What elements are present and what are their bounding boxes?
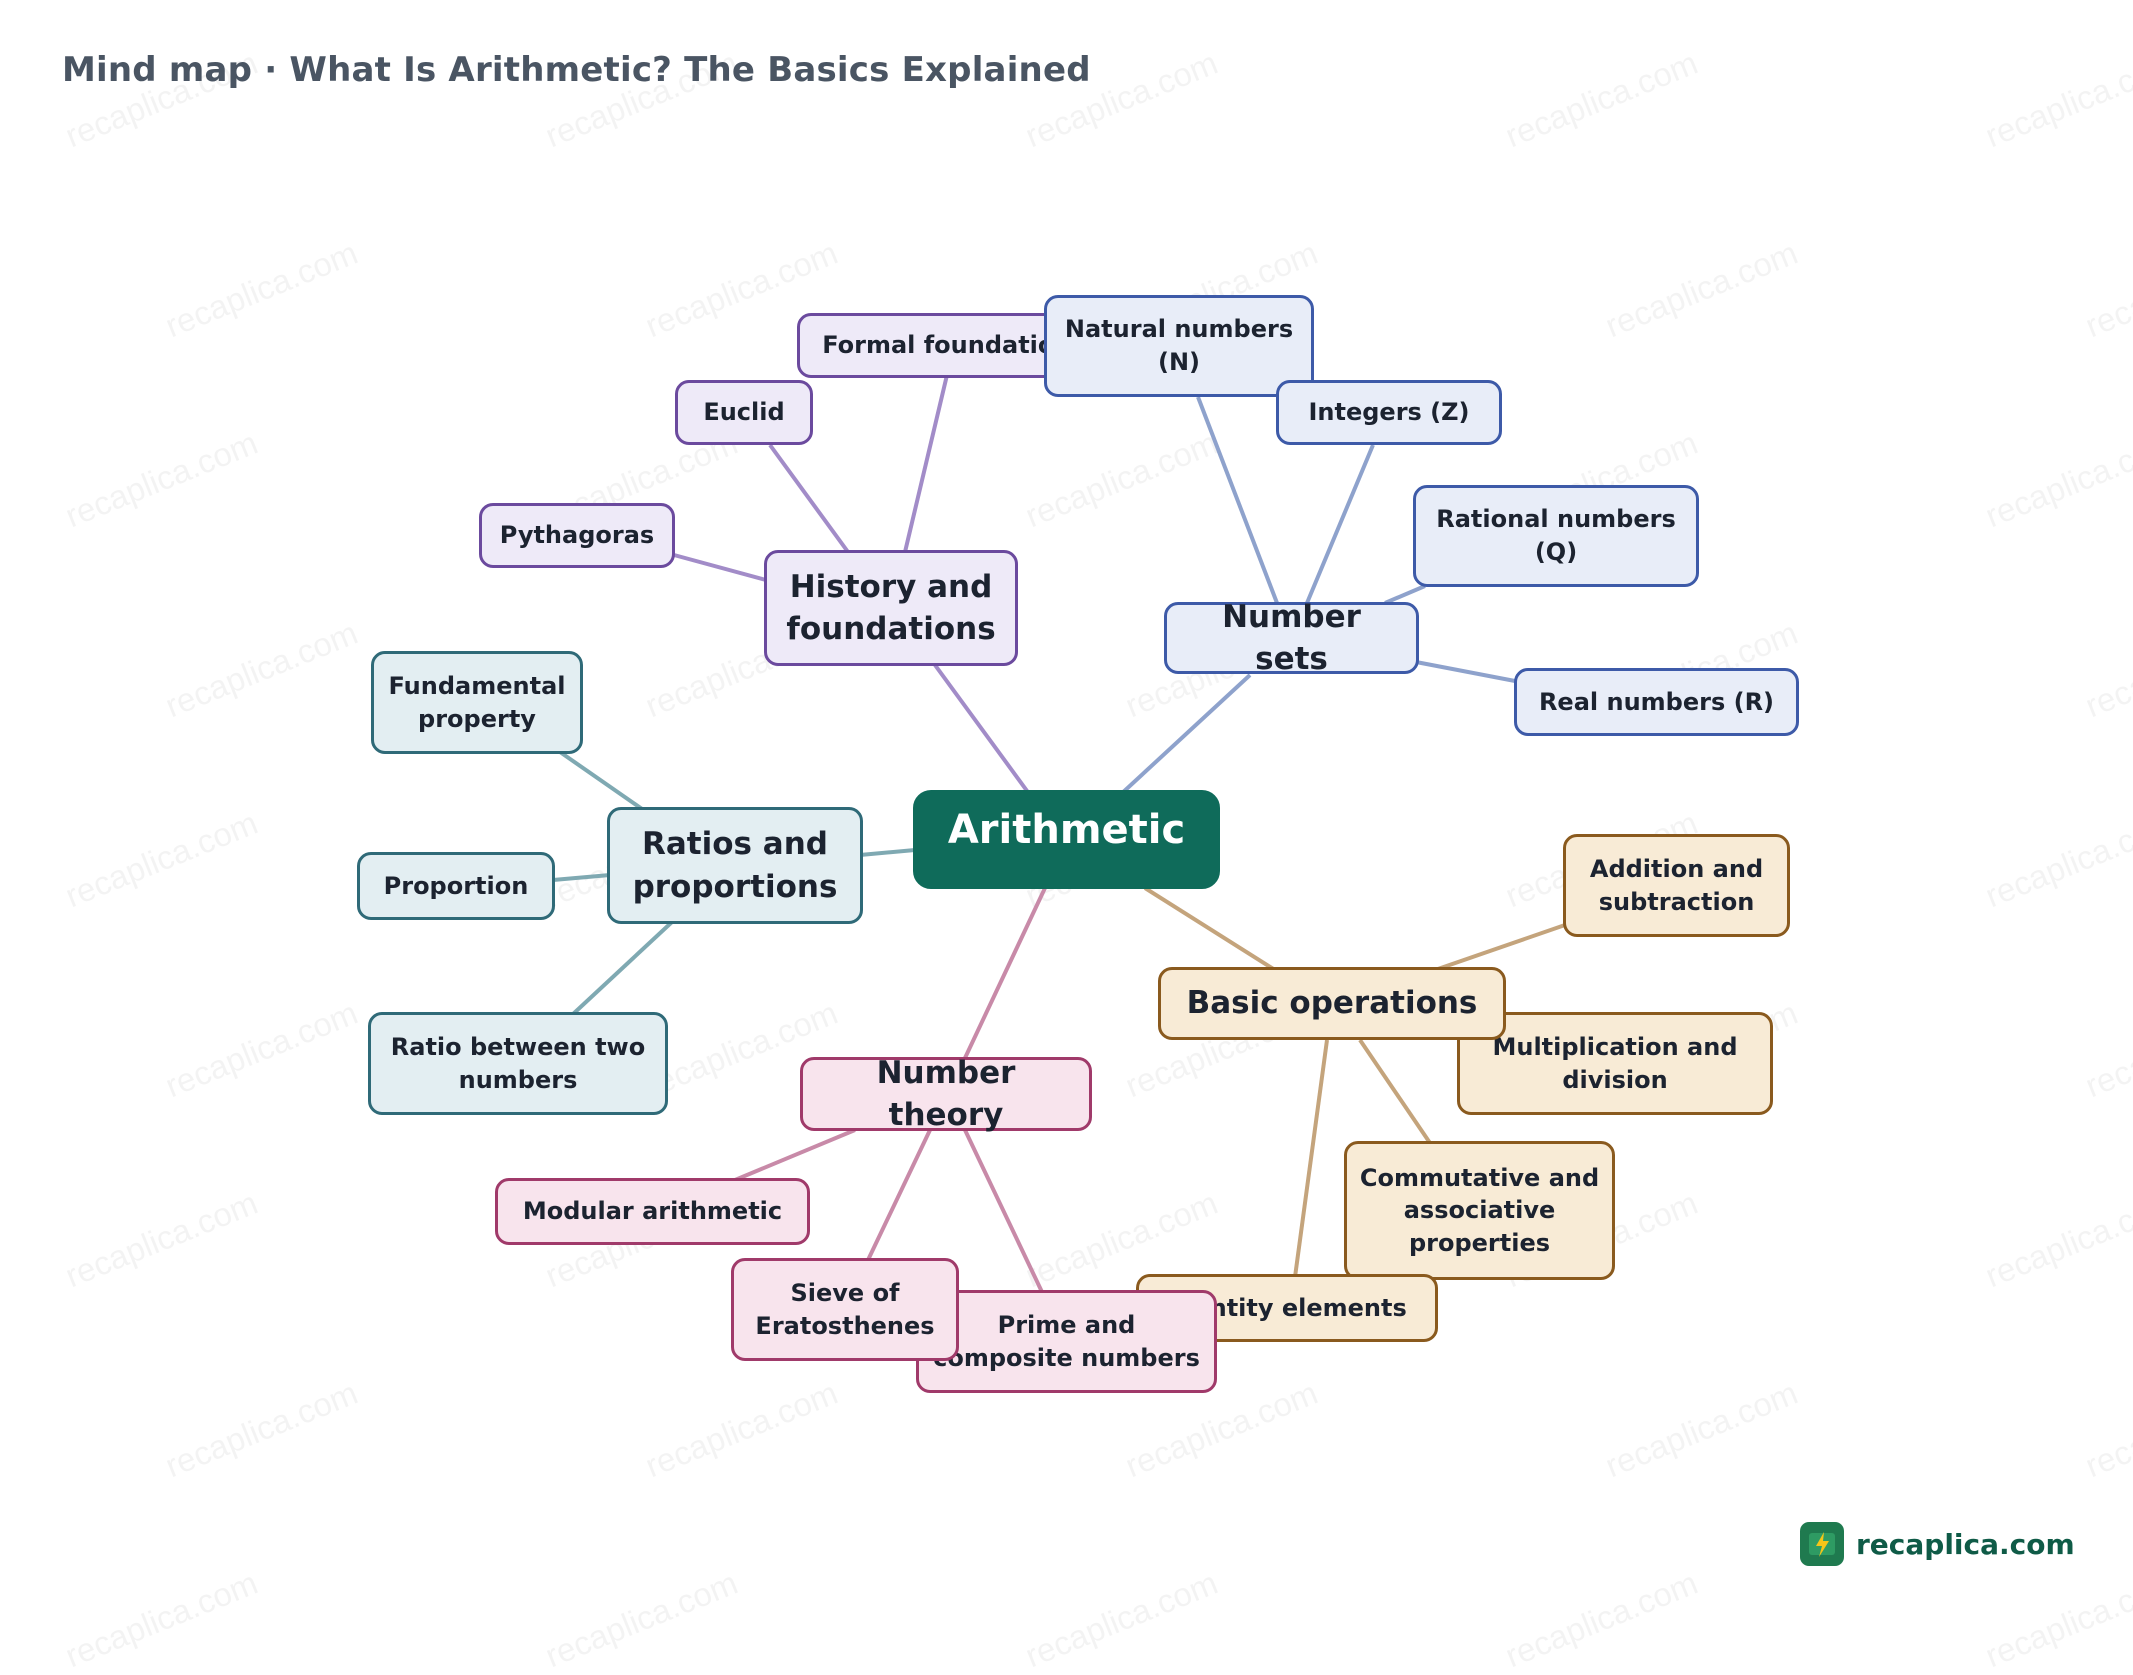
brand-logo[interactable]: recaplica.com — [1800, 1522, 2075, 1566]
connector-lines — [552, 374, 1566, 1293]
node-real-numbers[interactable]: Real numbers (R) — [1514, 668, 1799, 736]
edge-ratios-ratiotwo — [570, 920, 674, 1017]
node-proportion[interactable]: Proportion — [357, 852, 555, 920]
bolt-book-icon — [1800, 1522, 1844, 1566]
edge-root-ratios — [859, 848, 916, 857]
node-ratio-between-two-numbers[interactable]: Ratio between two numbers — [368, 1012, 668, 1115]
edge-ratios-fundamental — [558, 750, 647, 813]
brand-name: recaplica.com — [1856, 1527, 2075, 1561]
page-title: Mind map · What Is Arithmetic? The Basic… — [62, 50, 1091, 90]
node-modular-arithmetic[interactable]: Modular arithmetic — [495, 1178, 810, 1245]
edge-nt-sieve — [866, 1129, 932, 1261]
edge-ops-addition — [1434, 923, 1566, 972]
node-integers[interactable]: Integers (Z) — [1276, 380, 1502, 445]
edge-history-euclid — [768, 443, 850, 554]
branch-ratios-and-proportions[interactable]: Ratios and proportions — [607, 807, 863, 924]
edge-numbersets-natural — [1196, 396, 1279, 604]
edge-numbersets-real — [1415, 660, 1516, 683]
edge-root-history — [933, 663, 1032, 797]
node-addition-and-subtraction[interactable]: Addition and subtraction — [1563, 834, 1790, 937]
edge-numbersets-integers — [1305, 444, 1375, 604]
node-fundamental-property[interactable]: Fundamental property — [371, 651, 583, 754]
branch-history-and-foundations[interactable]: History and foundations — [764, 550, 1018, 666]
edge-nt-prime — [963, 1129, 1044, 1293]
edge-root-numbersets — [1118, 673, 1252, 797]
root-node-arithmetic[interactable]: Arithmetic — [913, 790, 1220, 889]
edge-root-numbertheory — [963, 887, 1047, 1059]
node-commutative-and-associative-properties[interactable]: Commutative and associative properties — [1344, 1141, 1615, 1280]
branch-number-sets[interactable]: Number sets — [1164, 599, 1419, 677]
node-sieve-of-eratosthenes[interactable]: Sieve of Eratosthenes — [731, 1258, 959, 1361]
branch-number-theory[interactable]: Number theory — [800, 1055, 1092, 1133]
node-prime-and-composite-numbers[interactable]: Prime and composite numbers — [916, 1290, 1217, 1393]
edge-history-pythagoras — [673, 553, 767, 582]
node-rational-numbers[interactable]: Rational numbers (Q) — [1413, 485, 1699, 587]
edge-ops-commutative — [1358, 1038, 1432, 1145]
edge-nt-modular — [734, 1128, 856, 1182]
edge-root-operations — [1143, 886, 1277, 972]
branch-basic-operations[interactable]: Basic operations — [1158, 967, 1506, 1040]
edge-numbersets-rational — [1384, 584, 1426, 605]
node-multiplication-and-division[interactable]: Multiplication and division — [1457, 1012, 1773, 1115]
edge-ratios-proportion — [552, 873, 611, 882]
edge-ops-identity — [1293, 1039, 1329, 1278]
edge-history-formal — [903, 374, 949, 553]
node-euclid[interactable]: Euclid — [675, 380, 813, 445]
node-pythagoras[interactable]: Pythagoras — [479, 503, 675, 568]
node-natural-numbers[interactable]: Natural numbers (N) — [1044, 295, 1314, 397]
